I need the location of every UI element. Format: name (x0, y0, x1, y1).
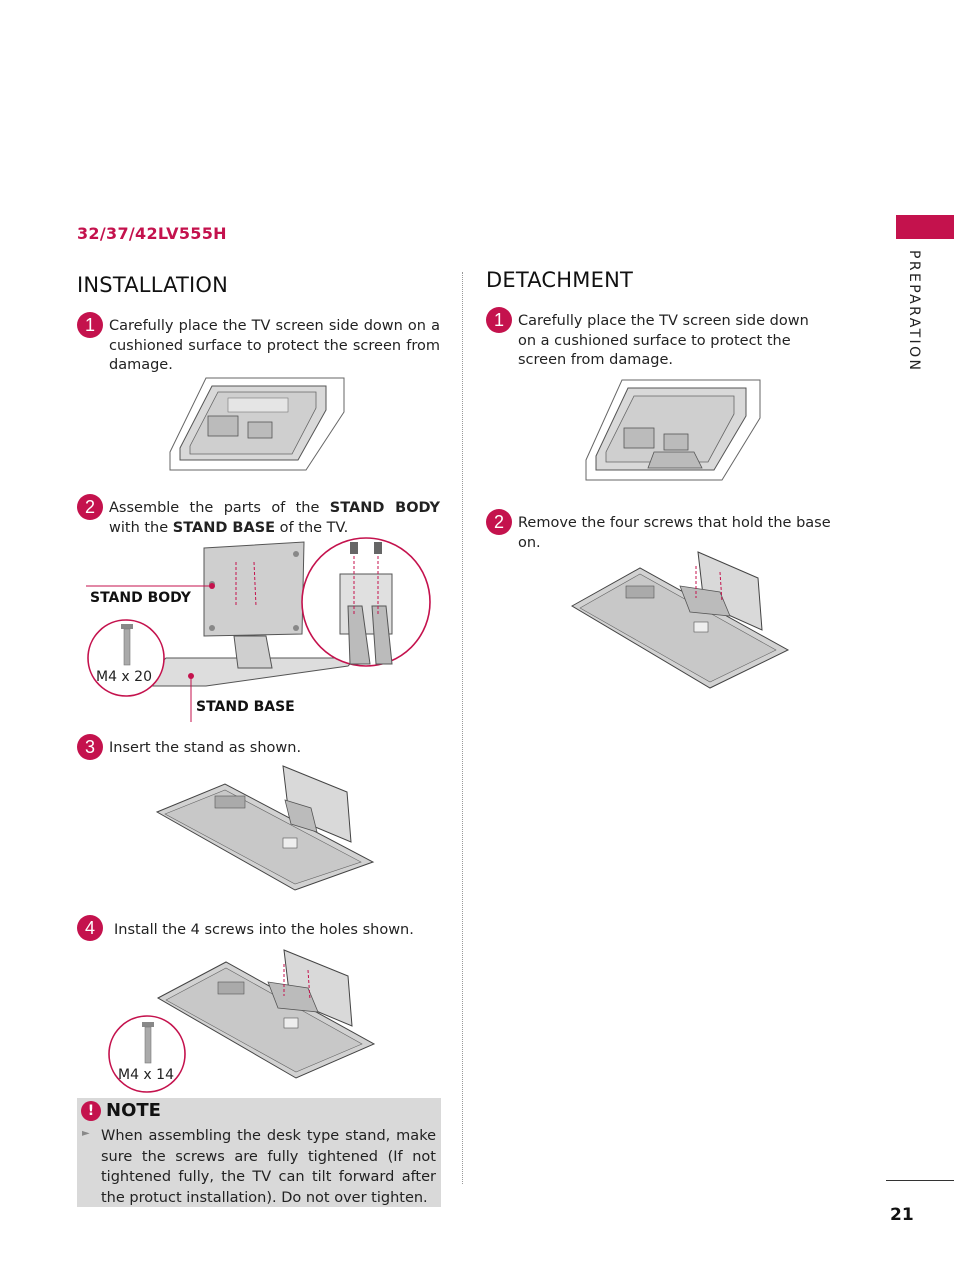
install-step-4-number: 4 (77, 915, 103, 941)
stand-assembly-illustration (86, 537, 431, 722)
footer-rule (886, 1180, 954, 1181)
install-step-1-number: 1 (77, 312, 103, 338)
stand-base-term: STAND BASE (172, 519, 276, 536)
detach-tv-face-down-illustration (585, 379, 761, 481)
tv-face-down-illustration (169, 377, 345, 471)
screw-install-illustration (108, 949, 376, 1093)
stand-insert-illustration (155, 765, 375, 891)
install-step-2-text: Assemble the parts of the STAND BODY wit… (109, 500, 440, 536)
install-step-2-number: 2 (77, 494, 103, 520)
note-text: When assembling the desk type stand, mak… (101, 1128, 436, 1206)
install-step-4-text: Install the 4 screws into the holes show… (114, 922, 414, 938)
note-box (77, 1098, 441, 1207)
screw-m4x20-label: M4 x 20 (96, 669, 152, 685)
column-divider (462, 272, 463, 1184)
bullet-arrow-icon: ► (82, 1128, 90, 1139)
side-tab-label: PREPARATION (906, 250, 922, 373)
exclamation-icon: ! (81, 1101, 101, 1121)
note-title: NOTE (106, 1100, 161, 1121)
stand-base-label: STAND BASE (196, 699, 295, 715)
detach-screws-illustration (570, 551, 790, 689)
detach-step-2-number: 2 (486, 509, 512, 535)
detach-step-1-number: 1 (486, 307, 512, 333)
install-step-3-text: Insert the stand as shown. (109, 740, 302, 756)
install-step-3-number: 3 (77, 734, 103, 760)
detach-step-2-text: Remove the four screws that hold the bas… (518, 515, 831, 551)
side-tab (896, 215, 954, 239)
installation-title: INSTALLATION (77, 273, 229, 297)
detachment-title: DETACHMENT (486, 268, 634, 292)
page-number: 21 (890, 1205, 914, 1225)
stand-body-term: STAND BODY (329, 500, 440, 516)
install-step-1-text: Carefully place the TV screen side down … (109, 318, 440, 373)
detach-step-1-text: Carefully place the TV screen side down … (518, 313, 809, 368)
model-number: 32/37/42LV555H (77, 224, 227, 243)
screw-m4x14-label: M4 x 14 (118, 1067, 174, 1083)
stand-body-label: STAND BODY (90, 590, 191, 606)
